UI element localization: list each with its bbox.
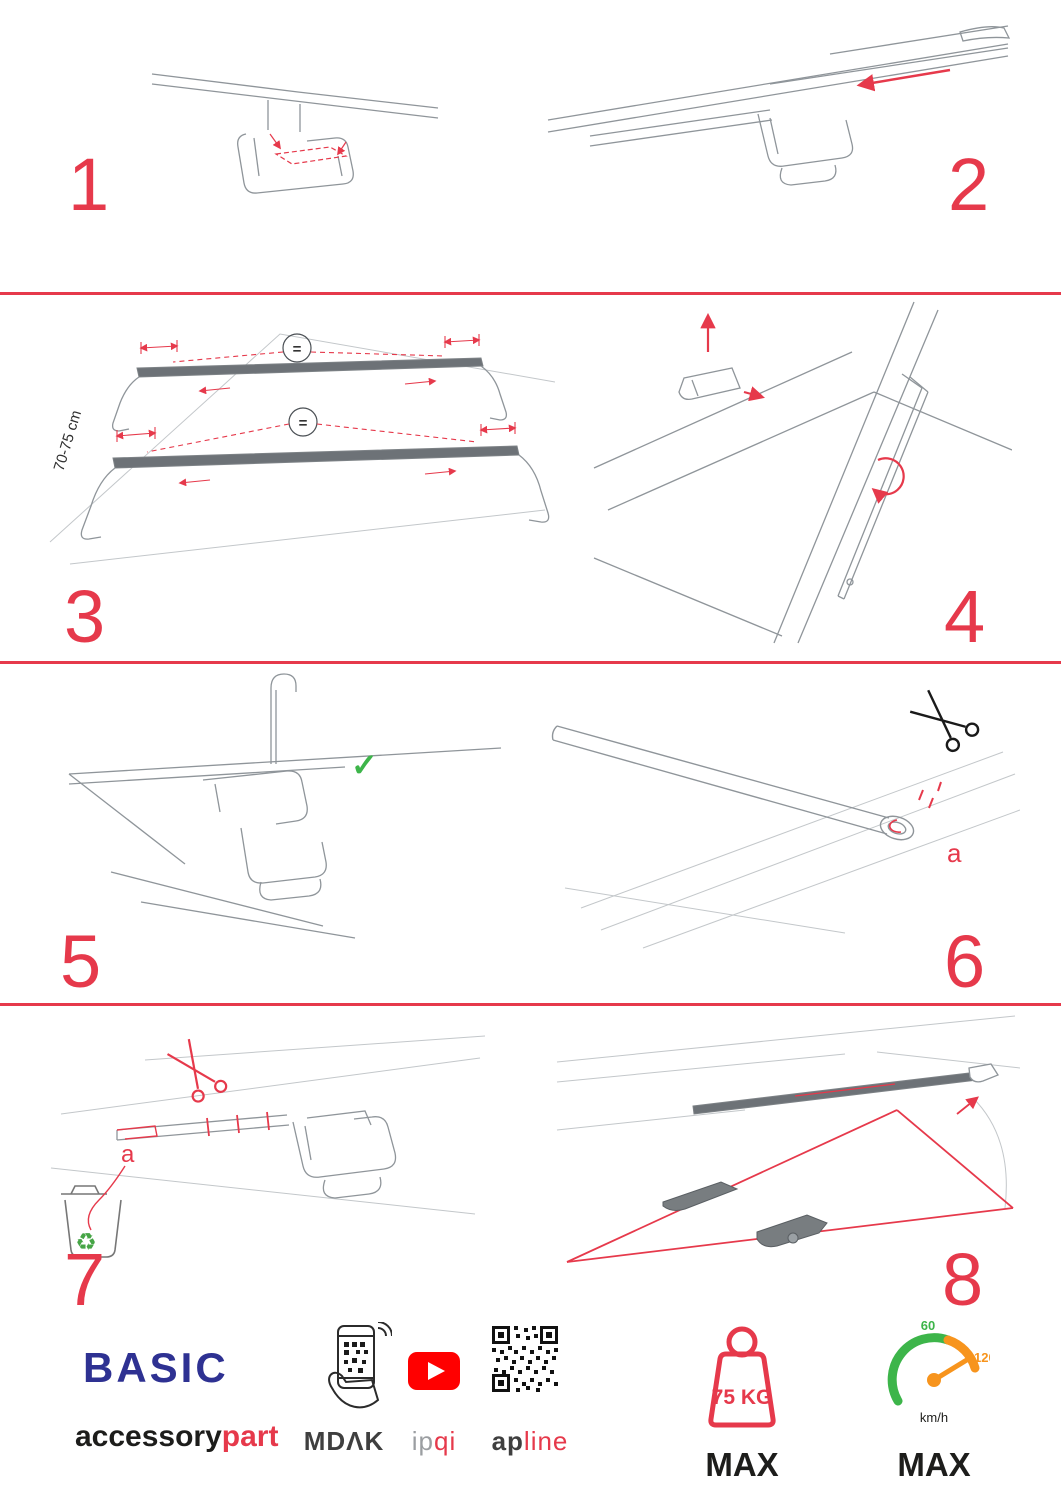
step-2-drawing bbox=[547, 25, 1010, 186]
step-6-drawing: a bbox=[551, 689, 1020, 949]
bolt-head bbox=[787, 1232, 799, 1244]
qr-label-dark: ap bbox=[491, 1426, 524, 1456]
brand-word-part: part bbox=[221, 1420, 279, 1453]
youtube-icon bbox=[408, 1352, 460, 1390]
step-5-drawing: ✓ bbox=[68, 673, 502, 939]
step-8-drawing bbox=[556, 1015, 1020, 1263]
rail-and-key-lines bbox=[593, 301, 1012, 644]
speed-unit-label: km/h bbox=[920, 1410, 948, 1425]
divider-1 bbox=[0, 292, 1061, 295]
step-3-number: 3 bbox=[64, 575, 106, 658]
step-7-number: 7 bbox=[64, 1238, 106, 1321]
video-label-gray: ip bbox=[411, 1426, 434, 1456]
step-3-drawing: = = 70-75 cm bbox=[49, 333, 555, 565]
check-icon: ✓ bbox=[351, 747, 378, 783]
cut-strip-marks bbox=[888, 781, 942, 833]
step-2-number: 2 bbox=[948, 143, 990, 226]
speed-low-label: 60 bbox=[921, 1318, 935, 1333]
tighten-arrows bbox=[700, 312, 905, 504]
step-6-number: 6 bbox=[944, 920, 986, 1003]
divider-2 bbox=[0, 661, 1061, 664]
step-5-number: 5 bbox=[60, 920, 102, 1003]
step-1-drawing bbox=[151, 73, 439, 194]
bar-and-clamp-lines bbox=[547, 25, 1010, 186]
strip-and-clamp-lines bbox=[116, 1110, 397, 1199]
clamp-detail-lines bbox=[68, 673, 502, 939]
speedometer-icon: 60 120 km/h bbox=[887, 1318, 990, 1425]
weight-max-label: MAX bbox=[705, 1446, 779, 1483]
cut-lines-red bbox=[87, 1111, 270, 1231]
slide-direction-arrow bbox=[856, 68, 951, 92]
cross-bars bbox=[112, 357, 520, 469]
brand-basic: BASIC bbox=[83, 1344, 229, 1391]
qr-label: apline bbox=[480, 1426, 580, 1457]
app-label: MDΛK bbox=[303, 1426, 385, 1456]
roof-rail-lines bbox=[151, 73, 439, 194]
pad-insert-highlight bbox=[269, 133, 348, 165]
qr-code-icon bbox=[492, 1326, 558, 1392]
equals-symbol-1: = bbox=[293, 341, 302, 358]
trash-bin-icon bbox=[61, 1185, 122, 1258]
step-7-drawing: ♻ a bbox=[50, 1035, 485, 1258]
roof-rails-faint bbox=[564, 751, 1020, 949]
divider-3 bbox=[0, 1003, 1061, 1006]
part-a-label: a bbox=[947, 838, 962, 868]
equal-circles bbox=[282, 333, 318, 437]
step-4-drawing bbox=[593, 301, 1012, 644]
video-label: ipqi bbox=[398, 1426, 470, 1457]
dimension-marks bbox=[115, 334, 517, 487]
speed-high-label: 120 bbox=[974, 1350, 990, 1365]
phone-qr-icon bbox=[328, 1322, 392, 1409]
end-clamp bbox=[968, 1063, 999, 1083]
brand-accessorypart: accessorypart bbox=[75, 1420, 278, 1454]
speed-max-label: MAX bbox=[897, 1446, 971, 1483]
video-label-red: qi bbox=[434, 1426, 457, 1456]
brand-word-accessory: accessory bbox=[75, 1420, 222, 1453]
step-4-number: 4 bbox=[944, 575, 986, 658]
weight-value: 75 KG bbox=[712, 1386, 773, 1409]
clamp-parts bbox=[662, 1181, 828, 1248]
scissors-icon bbox=[909, 689, 980, 753]
part-a-label: a bbox=[121, 1141, 135, 1168]
roof-faint-lines bbox=[50, 1035, 485, 1215]
weight-icon: 75 KG bbox=[708, 1326, 776, 1428]
mounted-bar bbox=[692, 1071, 979, 1115]
step-8-number: 8 bbox=[942, 1238, 984, 1321]
scissors-icon-red bbox=[166, 1038, 228, 1103]
bar-distance-label: 70-75 cm bbox=[51, 408, 86, 473]
step-1-number: 1 bbox=[68, 143, 110, 226]
recycle-icon: ♻ bbox=[75, 1229, 97, 1256]
qr-label-red: line bbox=[523, 1426, 569, 1456]
roof-faint-lines bbox=[556, 1015, 1020, 1209]
bar-end-lines bbox=[551, 725, 915, 841]
equals-symbol-2: = bbox=[299, 415, 308, 432]
